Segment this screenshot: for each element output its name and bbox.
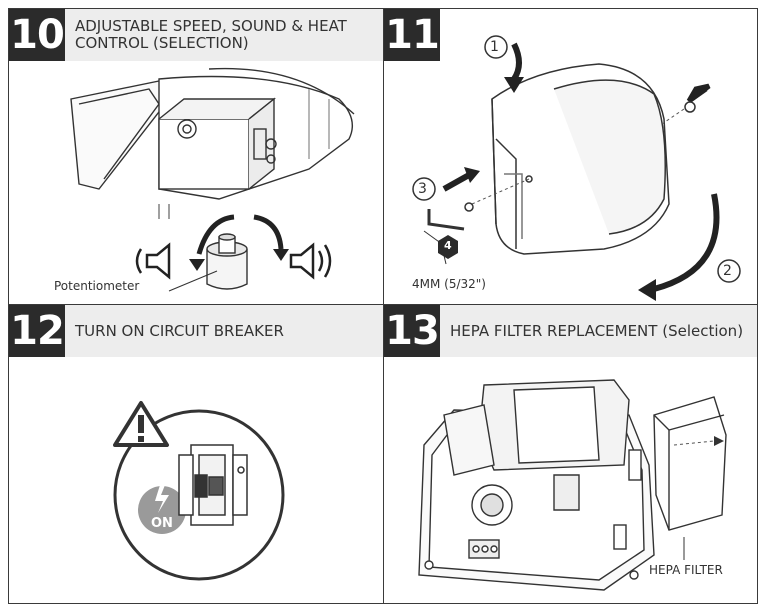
step-number: 13 bbox=[384, 305, 440, 357]
breaker bbox=[178, 444, 248, 526]
step-1-marker: 1 bbox=[490, 39, 499, 55]
hepa-filter-illustration bbox=[418, 379, 727, 591]
panel-step-10: 10 ADJUSTABLE SPEED, SOUND & HEAT CONTRO… bbox=[8, 8, 384, 305]
hepa-filter-label: HEPA FILTER bbox=[649, 563, 723, 577]
warning-icon bbox=[113, 401, 169, 447]
step-header: 12 TURN ON CIRCUIT BREAKER bbox=[9, 305, 383, 357]
panel-step-11: 11 bbox=[383, 8, 758, 305]
on-badge bbox=[138, 486, 186, 534]
panel-step-12: 12 TURN ON CIRCUIT BREAKER bbox=[8, 304, 384, 604]
panel-step-13: 13 HEPA FILTER REPLACEMENT (Selection) bbox=[383, 304, 758, 604]
step-number: 10 bbox=[9, 9, 65, 61]
step-3-marker: 3 bbox=[418, 181, 427, 197]
on-label: ON bbox=[151, 516, 173, 531]
step-title: TURN ON CIRCUIT BREAKER bbox=[65, 305, 383, 357]
step-title: HEPA FILTER REPLACEMENT (Selection) bbox=[440, 305, 757, 357]
step-header: 10 ADJUSTABLE SPEED, SOUND & HEAT CONTRO… bbox=[9, 9, 383, 61]
step-2-marker: 2 bbox=[723, 263, 732, 279]
hex-key-size-label: 4MM (5/32") bbox=[412, 277, 486, 291]
circuit-breaker-illustration bbox=[113, 401, 285, 581]
step-number: 11 bbox=[384, 9, 440, 61]
potentiometer-illustration bbox=[70, 67, 355, 292]
lightning-icon bbox=[155, 485, 169, 513]
step-number: 12 bbox=[9, 305, 65, 357]
potentiometer-label: Potentiometer bbox=[54, 279, 140, 293]
volume-high-icon bbox=[289, 242, 332, 280]
volume-low-icon bbox=[135, 242, 171, 280]
cover-removal-illustration bbox=[412, 35, 741, 301]
step-header: 11 bbox=[384, 9, 440, 61]
step-header: 13 HEPA FILTER REPLACEMENT (Selection) bbox=[384, 305, 757, 357]
step-title: ADJUSTABLE SPEED, SOUND & HEAT CONTROL (… bbox=[65, 9, 383, 61]
hex-size-badge: 4 bbox=[444, 239, 452, 252]
instruction-grid: 10 ADJUSTABLE SPEED, SOUND & HEAT CONTRO… bbox=[8, 8, 758, 604]
